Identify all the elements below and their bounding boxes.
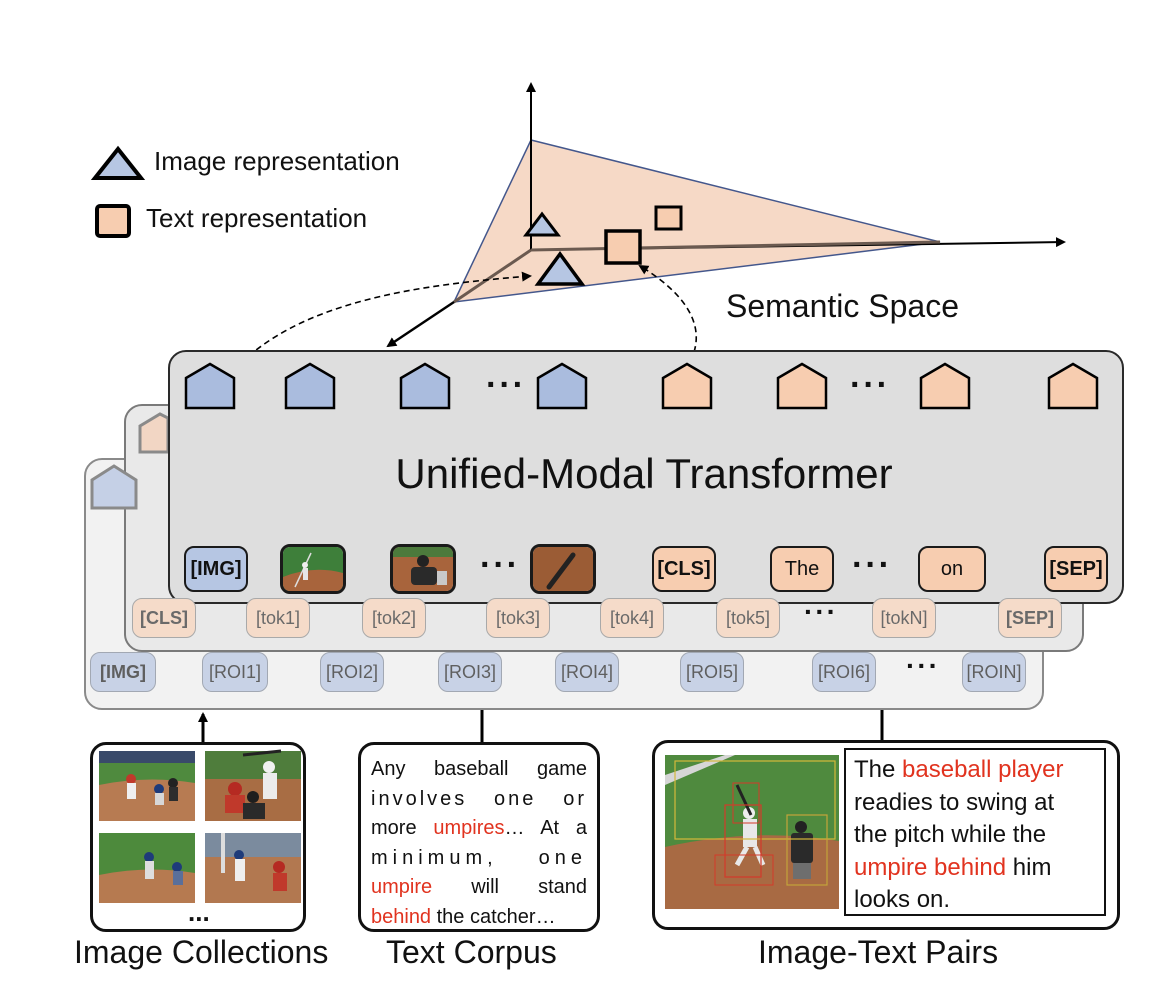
image-layer-token: [ROI3] [438,652,502,692]
collection-photo [99,833,195,903]
image-layer-token: [ROI1] [202,652,268,692]
collection-photo [99,751,195,821]
text-layer-token: [tok3] [486,598,550,638]
text-layer-token: [tokN] [872,598,936,638]
corpus-line: behind the catcher… [371,903,587,933]
corpus-line: minimum, one [371,846,587,869]
corpus-line: umpire will stand [371,873,587,903]
z-axis-outer [386,300,455,348]
legend-triangle-icon [90,145,146,180]
semantic-plane [452,139,941,303]
corpus-line: Any baseball game [371,758,587,780]
corpus-highlight: umpires [433,817,505,839]
image-layer-token: [ROI5] [680,652,744,692]
roi-batter-image [283,547,343,591]
image-layer-token: [ROI6] [812,652,876,692]
roi-thumbnail [280,544,346,594]
image-layer-token: [IMG] [90,652,156,692]
pair-line: looks on. [854,886,951,913]
pair-line: umpire behind him [854,852,1096,885]
token-word-on: on [918,546,986,592]
image-layer-token: [ROI4] [555,652,619,692]
legend-image-label: Image representation [154,146,400,176]
legend-text-label: Text representation [146,203,368,233]
corpus-line: involves one or [371,787,587,810]
pair-photo [665,755,839,909]
token-img: [IMG] [184,546,248,592]
text-projection-arrow [638,264,697,353]
text-point-large [604,229,642,265]
pair-line: The baseball player [854,754,1096,787]
corpus-text: more [371,817,434,839]
image-text-pairs-caption: Image-Text Pairs [758,934,999,970]
image-text-pairs-box [652,740,1120,930]
token-cls: [CLS] [652,546,716,592]
roi-thumbnail [390,544,456,594]
text-corpus-box: Any baseball game involves one or more u… [358,742,600,932]
input-text-ellipsis: ··· [852,546,892,584]
output-image-ellipsis: ··· [486,366,526,404]
token-word-the: The [770,546,834,592]
image-layer-token: [ROIN] [962,652,1026,692]
corpus-text: will stand [432,876,587,898]
text-layer-token: [tok5] [716,598,780,638]
image-collections-ellipsis: ... [188,897,210,927]
corpus-text: … At a [504,817,588,839]
transformer-title: Unified-Modal Transformer [395,450,893,497]
image-layer-token: [ROI2] [320,652,384,692]
pair-text: The [854,756,903,783]
axis-shadow [530,240,941,252]
pair-text: him [1006,853,1052,881]
image-point-small [522,211,562,237]
text-layer-token: [tok1] [246,598,310,638]
corpus-highlight: umpire [371,876,433,898]
collection-photo [205,749,301,821]
pair-highlight: umpire behind [854,853,1007,881]
legend-square-icon [95,204,131,238]
text-layer-token: [CLS] [132,598,196,638]
image-projection-arrow [233,271,532,371]
corpus-line: more umpires… At a [371,814,587,844]
input-image-ellipsis: ··· [480,546,520,584]
roi-bat-image [533,547,593,591]
text-layer-token: [tok4] [600,598,664,638]
text-layer-token: [SEP] [998,598,1062,638]
pair-highlight: baseball player [902,756,1064,783]
text-layer-token: [tok2] [362,598,426,638]
image-collections-box: ... [90,742,306,932]
pair-line: the pitch while the [854,821,1047,848]
token-sep: [SEP] [1044,546,1108,592]
z-axis-inner [453,248,532,304]
pair-line: readies to swing at [854,788,1055,816]
collection-photo [205,833,301,903]
image-point-large [534,251,586,286]
semantic-space-label: Semantic Space [726,288,960,324]
image-collections-caption: Image Collections [74,934,329,970]
image-layer-ellipsis: ··· [906,650,940,681]
pair-caption-box: The baseball player readies to swing at … [844,748,1106,916]
output-text-ellipsis: ··· [850,366,890,404]
roi-umpire-image [393,547,453,591]
corpus-highlight: behind [371,905,432,928]
image-collections-grid [99,749,301,903]
roi-thumbnail [530,544,596,594]
text-point-small [654,205,683,231]
text-corpus-caption: Text Corpus [386,934,557,970]
text-layer-ellipsis: ··· [804,596,838,627]
corpus-text: the catcher… [431,905,556,928]
